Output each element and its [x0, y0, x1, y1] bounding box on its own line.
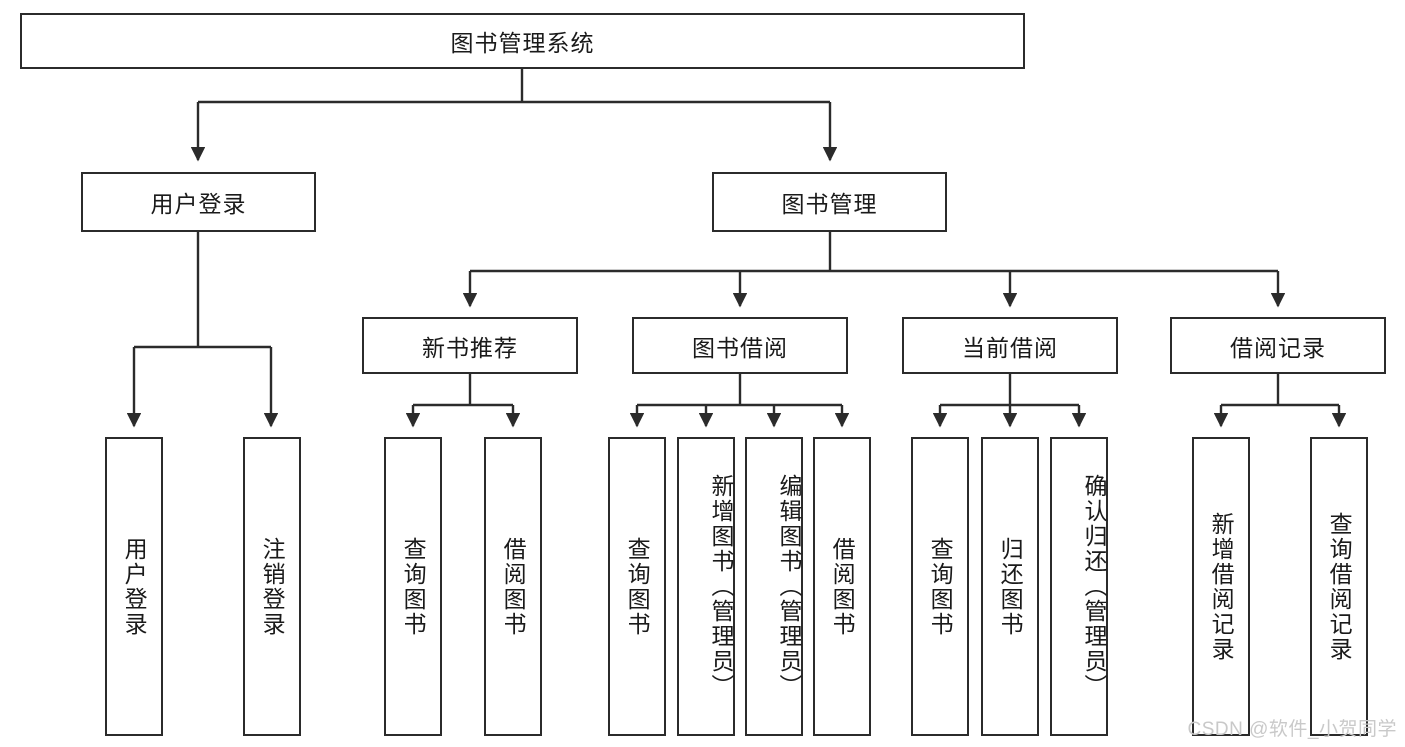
node-label: 查询图书	[400, 536, 427, 637]
leaf-borrow-record-add-record[interactable]: 新增借阅记录	[1192, 437, 1250, 736]
leaf-book-borrow-borrow-book[interactable]: 借阅图书	[813, 437, 871, 736]
leaf-borrow-record-query-record[interactable]: 查询借阅记录	[1310, 437, 1368, 736]
node-root-system[interactable]: 图书管理系统	[20, 13, 1025, 69]
node-label: 图书管理系统	[450, 30, 595, 56]
node-label: 新增借阅记录	[1208, 511, 1235, 662]
node-label: 借阅记录	[1230, 334, 1326, 361]
leaf-current-borrow-confirm-return-admin[interactable]: 确认归还（管理员）	[1050, 437, 1108, 736]
node-book-management[interactable]: 图书管理	[712, 172, 947, 232]
node-current-borrow[interactable]: 当前借阅	[902, 317, 1118, 374]
leaf-user-login-login[interactable]: 用户登录	[105, 437, 163, 736]
node-label: 图书借阅	[692, 334, 788, 361]
leaf-current-borrow-return-book[interactable]: 归还图书	[981, 437, 1039, 736]
node-label: 借阅图书	[500, 536, 527, 637]
leaf-current-borrow-query-book[interactable]: 查询图书	[911, 437, 969, 736]
node-label: 查询图书	[624, 536, 651, 637]
leaf-book-borrow-add-book-admin[interactable]: 新增图书（管理员）	[677, 437, 735, 736]
watermark: CSDN @软件_小贺同学	[1187, 719, 1397, 740]
leaf-new-book-borrow-book[interactable]: 借阅图书	[484, 437, 542, 736]
node-label: 用户登录	[150, 191, 247, 217]
node-label: 注销登录	[259, 536, 286, 637]
node-label: 用户登录	[121, 536, 148, 637]
node-book-borrow[interactable]: 图书借阅	[632, 317, 848, 374]
leaf-user-login-logout[interactable]: 注销登录	[243, 437, 301, 736]
leaf-book-borrow-edit-book-admin[interactable]: 编辑图书（管理员）	[745, 437, 803, 736]
node-label: 新书推荐	[422, 334, 518, 361]
node-label: 当前借阅	[962, 334, 1058, 361]
leaf-book-borrow-query-book[interactable]: 查询图书	[608, 437, 666, 736]
node-label: 借阅图书	[829, 536, 856, 637]
node-label: 图书管理	[781, 191, 878, 217]
node-label: 查询图书	[927, 536, 954, 637]
node-label: 归还图书	[997, 536, 1024, 637]
node-new-book-recommend[interactable]: 新书推荐	[362, 317, 578, 374]
node-user-login[interactable]: 用户登录	[81, 172, 316, 232]
node-label: 编辑图书（管理员）	[776, 474, 802, 699]
leaf-new-book-query-book[interactable]: 查询图书	[384, 437, 442, 736]
node-label: 确认归还（管理员）	[1081, 474, 1107, 699]
node-label: 查询借阅记录	[1326, 511, 1353, 662]
node-borrow-record[interactable]: 借阅记录	[1170, 317, 1386, 374]
node-label: 新增图书（管理员）	[708, 474, 734, 699]
